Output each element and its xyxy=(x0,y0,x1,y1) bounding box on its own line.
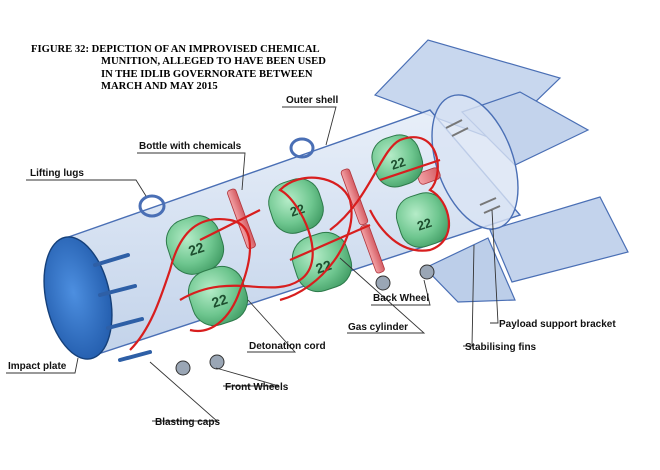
label-bottle-with-chemicals: Bottle with chemicals xyxy=(139,141,242,152)
front-wheel xyxy=(209,354,225,370)
cylinder-marking: 22 xyxy=(389,154,407,173)
back-wheel xyxy=(375,275,391,291)
blasting-cap xyxy=(118,350,152,362)
label-blasting-caps: Blasting caps xyxy=(155,417,220,428)
cylinder-marking: 22 xyxy=(186,239,206,259)
detonation-cord xyxy=(129,136,450,351)
cylinder-marking: 22 xyxy=(210,291,230,311)
fin-bottom xyxy=(423,237,516,303)
label-front-wheels: Front Wheels xyxy=(225,382,289,393)
label-outer-shell: Outer shell xyxy=(286,95,338,106)
cylinder-marking: 22 xyxy=(314,257,334,277)
chemical-bottle xyxy=(360,224,385,274)
fin-lower-right xyxy=(489,196,629,283)
blasting-cap xyxy=(106,317,144,330)
figure-title-line-3: IN THE IDLIB GOVERNORATE BETWEEN xyxy=(101,68,313,80)
gas-cylinder: 22 xyxy=(395,192,451,248)
wheels xyxy=(175,264,435,376)
label-stabilising-fins: Stabilising fins xyxy=(465,342,537,353)
lifting-lug xyxy=(138,194,166,218)
gas-cylinder: 22 xyxy=(187,265,249,327)
gas-cylinder: 22 xyxy=(371,134,424,188)
label-detonation-cord: Detonation cord xyxy=(249,341,326,352)
cylinder-marking: 22 xyxy=(415,215,433,234)
back-wheel xyxy=(419,264,435,280)
label-gas-cylinder: Gas cylinder xyxy=(348,322,408,333)
callout-labels: Outer shell Bottle with chemicals Liftin… xyxy=(8,95,616,428)
figure-title-line-4: MARCH AND MAY 2015 xyxy=(101,81,218,93)
lifting-lug xyxy=(289,137,315,159)
gas-cylinder: 22 xyxy=(165,215,225,275)
leader-lines xyxy=(6,106,499,422)
blasting-cap xyxy=(98,284,137,297)
label-payload-support-bracket: Payload support bracket xyxy=(499,319,616,330)
gas-cylinder: 22 xyxy=(291,231,353,293)
label-lifting-lugs: Lifting lugs xyxy=(30,168,84,179)
figure-title: FIGURE 32: DEPICTION OF AN IMPROVISED CH… xyxy=(31,44,391,94)
front-wheel xyxy=(175,360,191,376)
figure-title-line-2: MUNITION, ALLEGED TO HAVE BEEN USED xyxy=(101,56,326,68)
blasting-cap xyxy=(93,253,130,267)
payload-support-brackets xyxy=(445,119,501,214)
label-back-wheel: Back Wheel xyxy=(373,293,429,304)
blasting-caps xyxy=(93,253,152,362)
lifting-lugs xyxy=(138,137,315,218)
figure-title-line-1: FIGURE 32: DEPICTION OF AN IMPROVISED CH… xyxy=(31,44,320,55)
label-impact-plate: Impact plate xyxy=(8,361,67,372)
